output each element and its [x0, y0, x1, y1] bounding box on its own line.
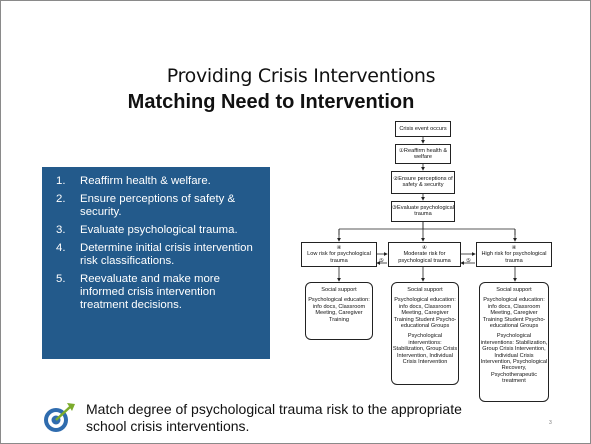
step-number: 5. [56, 273, 66, 285]
reevaluate-marker: ⑤ [466, 258, 471, 264]
reevaluate-marker: ⑤ [379, 258, 384, 264]
step-number: 3. [56, 224, 66, 236]
flow-box-safety: ②Ensure perceptions of safety & security [391, 171, 455, 194]
step-item: 4. Determine initial crisis intervention … [50, 242, 262, 268]
step-text: Reevaluate and make more informed crisis… [80, 273, 220, 311]
flow-box-crisis: Crisis event occurs [395, 121, 451, 137]
flow-box-low-interventions: Social support Psychological education: … [305, 282, 373, 340]
flowchart-connectors [337, 137, 517, 282]
step-number: 2. [56, 193, 66, 205]
steps-list: 1. Reaffirm health & welfare. 2. Ensure pe… [50, 175, 262, 312]
slide-subtitle: Matching Need to Intervention [127, 91, 415, 113]
flow-box-moderate-interventions: Social support Psychological education: … [391, 282, 459, 385]
step-text: Determine initial crisis intervention ri… [80, 242, 253, 267]
page-number: 3 [549, 420, 552, 426]
step-item: 3. Evaluate psychological trauma. [50, 224, 262, 237]
footer-text: Match degree of psychological trauma ris… [86, 401, 462, 434]
step-item: 2. Ensure perceptions of safety & securit… [50, 193, 262, 219]
step-number: 4. [56, 242, 66, 254]
step-text: Ensure perceptions of safety & security. [80, 193, 236, 218]
slide-title: Providing Crisis Interventions [166, 65, 436, 87]
step-text: Reaffirm health & welfare. [80, 175, 211, 187]
step-text: Evaluate psychological trauma. [80, 224, 238, 236]
flow-box-evaluate: ③Evaluate psychological trauma [391, 201, 455, 222]
step-item: 5. Reevaluate and make more informed cris… [50, 273, 262, 312]
target-icon [42, 401, 76, 440]
flow-box-high-interventions: Social support Psychological education: … [479, 282, 549, 402]
step-number: 1. [56, 175, 66, 187]
flow-box-reaffirm: ①Reaffirm health & welfare [395, 144, 451, 164]
steps-box: 1. Reaffirm health & welfare. 2. Ensure pe… [42, 167, 270, 359]
step-item: 1. Reaffirm health & welfare. [50, 175, 262, 188]
